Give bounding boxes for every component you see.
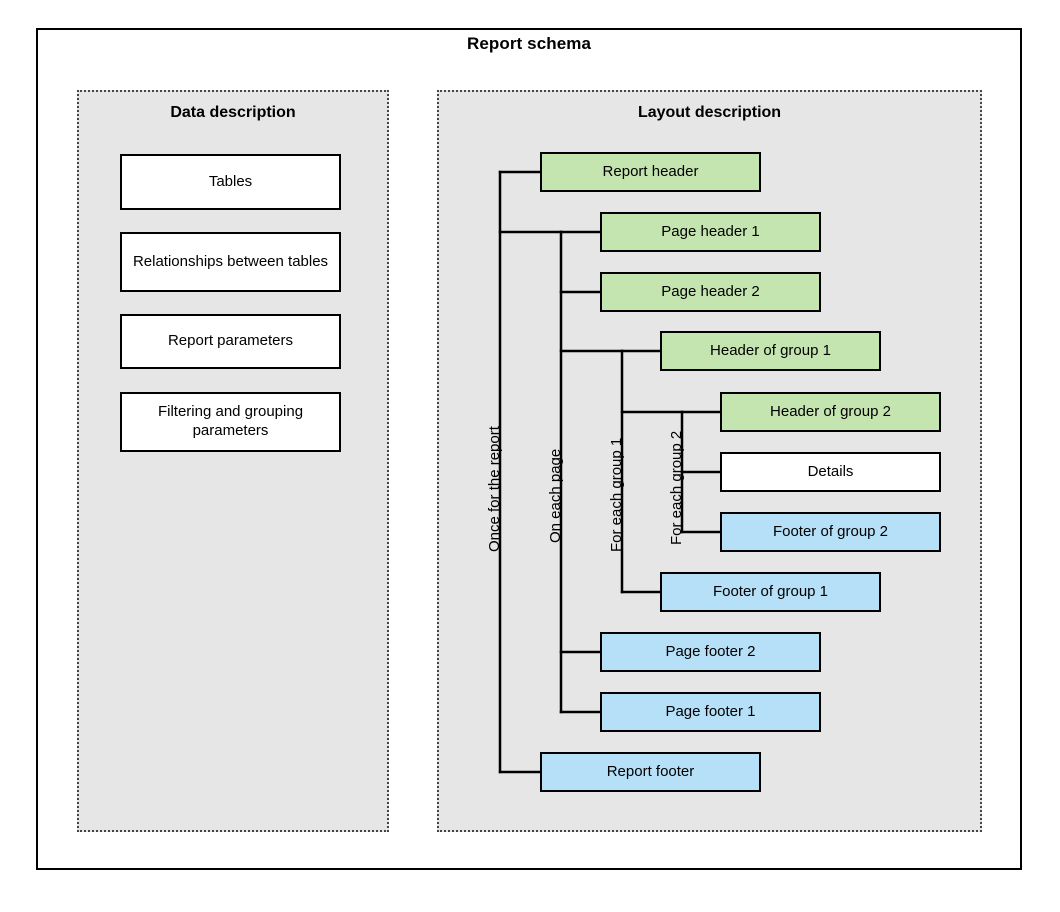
- node-page-footer-2-label: Page footer 2: [665, 642, 756, 660]
- node-report-parameters[interactable]: Report parameters: [120, 314, 341, 369]
- node-page-header-2[interactable]: Page header 2: [600, 272, 821, 312]
- node-details-label: Details: [807, 462, 854, 480]
- node-filtering-and-grouping-parameters[interactable]: Filtering and grouping parameters: [120, 392, 341, 452]
- node-footer-of-group-2-label: Footer of group 2: [772, 522, 889, 540]
- bracket-label-once-for-the-report: Once for the report: [486, 426, 503, 552]
- node-page-header-2-label: Page header 2: [661, 282, 760, 300]
- node-report-parameters-label: Report parameters: [167, 332, 294, 350]
- node-page-header-1-label: Page header 1: [661, 222, 760, 240]
- node-header-of-group-2-label: Header of group 2: [770, 402, 891, 420]
- node-page-footer-1[interactable]: Page footer 1: [600, 692, 821, 732]
- node-header-of-group-1-label: Header of group 1: [710, 341, 831, 359]
- node-relationships-between-tables-label: Relationships between tables: [132, 252, 329, 270]
- bracket-label-for-each-group-1: For each group 1: [608, 437, 625, 552]
- node-report-header[interactable]: Report header: [540, 152, 761, 192]
- node-report-footer[interactable]: Report footer: [540, 752, 761, 792]
- node-footer-of-group-1[interactable]: Footer of group 1: [660, 572, 881, 612]
- node-filtering-and-grouping-parameters-label: Filtering and grouping parameters: [157, 403, 304, 439]
- node-details[interactable]: Details: [720, 452, 941, 492]
- panel-data-description-title: Data description: [170, 104, 296, 121]
- node-relationships-between-tables[interactable]: Relationships between tables: [120, 232, 341, 292]
- node-page-header-1[interactable]: Page header 1: [600, 212, 821, 252]
- node-report-footer-label: Report footer: [606, 762, 695, 780]
- node-footer-of-group-2[interactable]: Footer of group 2: [720, 512, 941, 552]
- node-footer-of-group-1-label: Footer of group 1: [712, 582, 829, 600]
- node-page-footer-2[interactable]: Page footer 2: [600, 632, 821, 672]
- node-page-footer-1-label: Page footer 1: [665, 702, 756, 720]
- page-title: Report schema: [466, 34, 592, 53]
- node-tables[interactable]: Tables: [120, 154, 341, 210]
- node-report-header-label: Report header: [602, 162, 699, 180]
- bracket-label-on-each-page: On each page: [547, 448, 564, 543]
- node-header-of-group-1[interactable]: Header of group 1: [660, 331, 881, 371]
- panel-layout-description-title: Layout description: [637, 104, 782, 121]
- bracket-label-for-each-group-2: For each group 2: [668, 430, 685, 545]
- node-header-of-group-2[interactable]: Header of group 2: [720, 392, 941, 432]
- panel-data-description: Data description: [77, 90, 389, 832]
- node-tables-label: Tables: [208, 172, 253, 190]
